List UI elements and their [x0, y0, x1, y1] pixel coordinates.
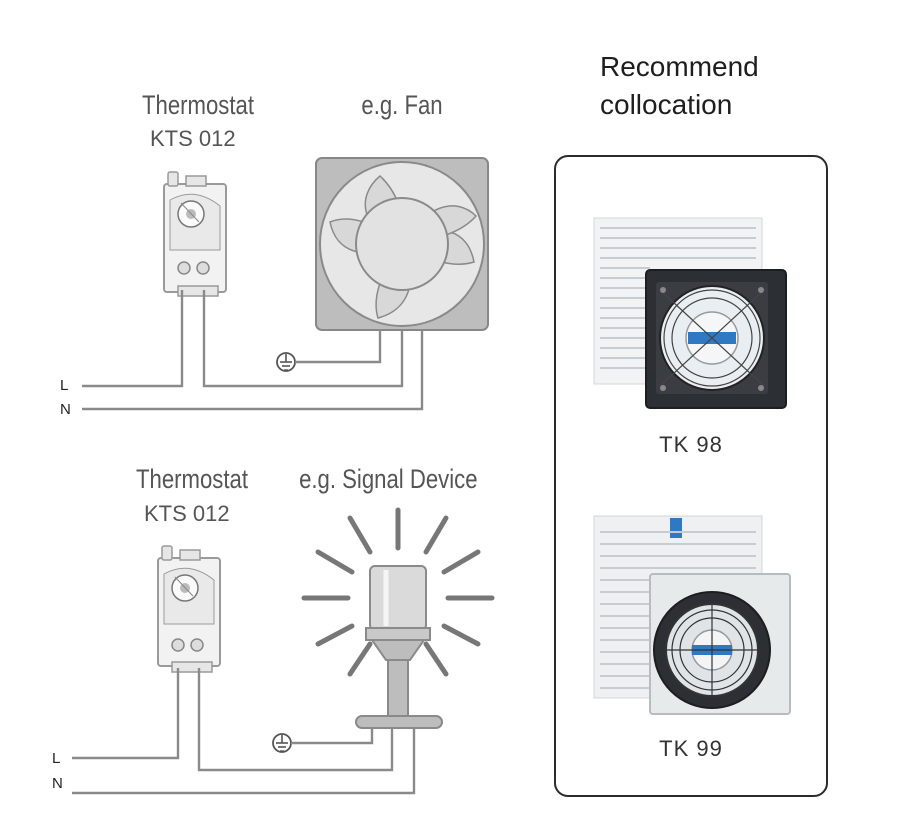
recommend-heading-line1: Recommend: [600, 51, 759, 82]
top-device-title: e.g. Fan: [361, 90, 443, 120]
top-thermostat-icon: [163, 171, 227, 297]
bottom-wires: [72, 668, 416, 795]
recommend-heading: Recommend collocation: [600, 48, 759, 124]
top-ground-icon: [276, 352, 296, 372]
product-label-tk99: TK 99: [659, 736, 723, 761]
fan-icon: [315, 157, 489, 331]
bottom-thermostat-model: KTS 012: [144, 501, 230, 526]
top-thermostat-title: Thermostat: [142, 90, 254, 120]
bottom-device-title: e.g. Signal Device: [299, 464, 478, 494]
signal-device-icon: [301, 507, 495, 729]
bottom-wire-l-label: L: [52, 750, 61, 767]
bottom-thermostat-icon: [157, 545, 221, 673]
recommend-heading-line2: collocation: [600, 89, 733, 120]
top-wire-n-label: N: [60, 401, 71, 418]
bottom-wire-n-label: N: [52, 775, 63, 792]
recommend-panel: [554, 155, 828, 797]
top-wires: [82, 290, 424, 411]
bottom-thermostat-title: Thermostat: [136, 464, 248, 494]
tk98-product-image: [593, 217, 787, 409]
bottom-ground-icon: [272, 733, 292, 753]
top-wire-l-label: L: [60, 377, 69, 394]
tk99-product-image: [593, 515, 791, 715]
product-label-tk98: TK 98: [659, 432, 723, 457]
top-thermostat-model: KTS 012: [150, 126, 236, 151]
